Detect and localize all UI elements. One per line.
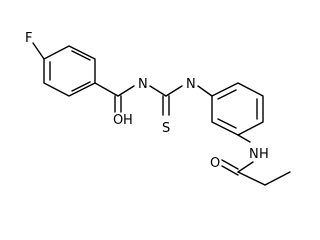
phenylene-nh-bond (237, 134, 251, 143)
carbonyl-n-bond (117, 85, 135, 97)
structure-diagram: F O H N S N N H O (25, 31, 291, 186)
fluorophenyl-ring-outline (43, 45, 96, 97)
fluorophenyl-inner-bond-3 (71, 81, 91, 92)
amide-oxygen-h-label: H (123, 113, 133, 128)
sulfur-label: S (162, 121, 170, 136)
n-thiocarbonyl-bond (149, 85, 167, 97)
c-f-bond (32, 42, 45, 60)
phenylene-ring (211, 82, 264, 136)
fluorophenyl-ring (43, 45, 96, 97)
anilide-h-label: H (259, 147, 269, 162)
thiocarbonyl-n-bond (165, 85, 183, 97)
nh-carbonyl-bond (237, 161, 254, 173)
propanoyl-double-bond-a (221, 159, 239, 170)
carbonyl-ch2-bond (237, 171, 266, 186)
phenylene-inner-bond-1 (217, 89, 237, 100)
propanoyl-oxygen-label: O (210, 156, 220, 171)
n-phenylene-bond (197, 85, 213, 97)
fluorine-label: F (25, 31, 32, 46)
thiourea-n-label: N (186, 77, 196, 92)
ring-carbonyl-bond (94, 82, 119, 97)
phenylene-ring-outline (211, 82, 264, 136)
anilide-n-label: N (249, 147, 259, 162)
propanoyl-double-bond-b (221, 165, 239, 176)
amide-n-label: N (138, 77, 148, 92)
phenylene-inner-bond-3 (217, 118, 237, 129)
fluorophenyl-inner-bond-2 (71, 50, 91, 61)
amide-oxygen-label: O (113, 113, 123, 128)
ch2-ch3-bond (264, 171, 291, 186)
